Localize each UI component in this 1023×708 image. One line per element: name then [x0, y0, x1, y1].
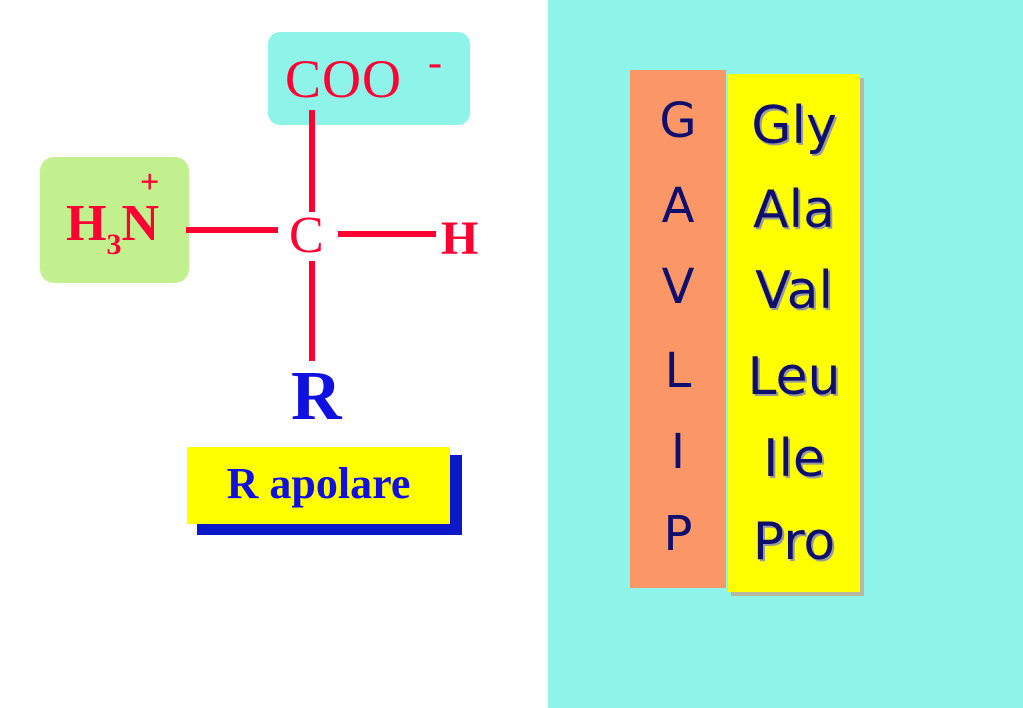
- three-letter-column: [728, 74, 860, 592]
- three-letter-code: Gly: [751, 96, 837, 156]
- bond-carbon-amine: [186, 227, 278, 233]
- amine-subscript: 3: [106, 228, 122, 261]
- amine-box: [40, 157, 189, 283]
- one-letter-code: V: [661, 259, 695, 315]
- one-letter-code: P: [663, 506, 693, 562]
- amine-label: H3N: [66, 195, 160, 260]
- three-letter-code: Ile: [763, 429, 825, 489]
- bond-carbon-carboxylate: [309, 110, 315, 212]
- three-letter-code: Ala: [753, 180, 835, 240]
- carboxylate-charge: -: [428, 40, 442, 86]
- one-letter-code: G: [659, 93, 697, 149]
- side-chain-description: R apolare: [226, 459, 411, 508]
- bond-carbon-sidechain: [309, 261, 315, 361]
- bond-carbon-hydrogen: [338, 231, 436, 237]
- one-letter-code: A: [661, 178, 695, 234]
- three-letter-code: Val: [755, 261, 833, 321]
- carboxylate-box: [268, 32, 470, 125]
- three-letter-code: Pro: [752, 512, 836, 572]
- amine-charge: +: [140, 164, 160, 201]
- side-chain-box: [187, 447, 450, 524]
- amine-h: H: [66, 195, 107, 252]
- one-letter-column: [630, 70, 726, 588]
- hydrogen-label: H: [441, 212, 479, 265]
- one-letter-code: L: [664, 343, 692, 399]
- carboxylate-label: COO: [285, 49, 403, 109]
- three-letter-code: Leu: [747, 347, 841, 407]
- amine-n: N: [121, 195, 160, 252]
- side-chain-label: R: [291, 358, 342, 435]
- alpha-carbon-label: C: [289, 207, 324, 264]
- one-letter-code: I: [670, 424, 686, 480]
